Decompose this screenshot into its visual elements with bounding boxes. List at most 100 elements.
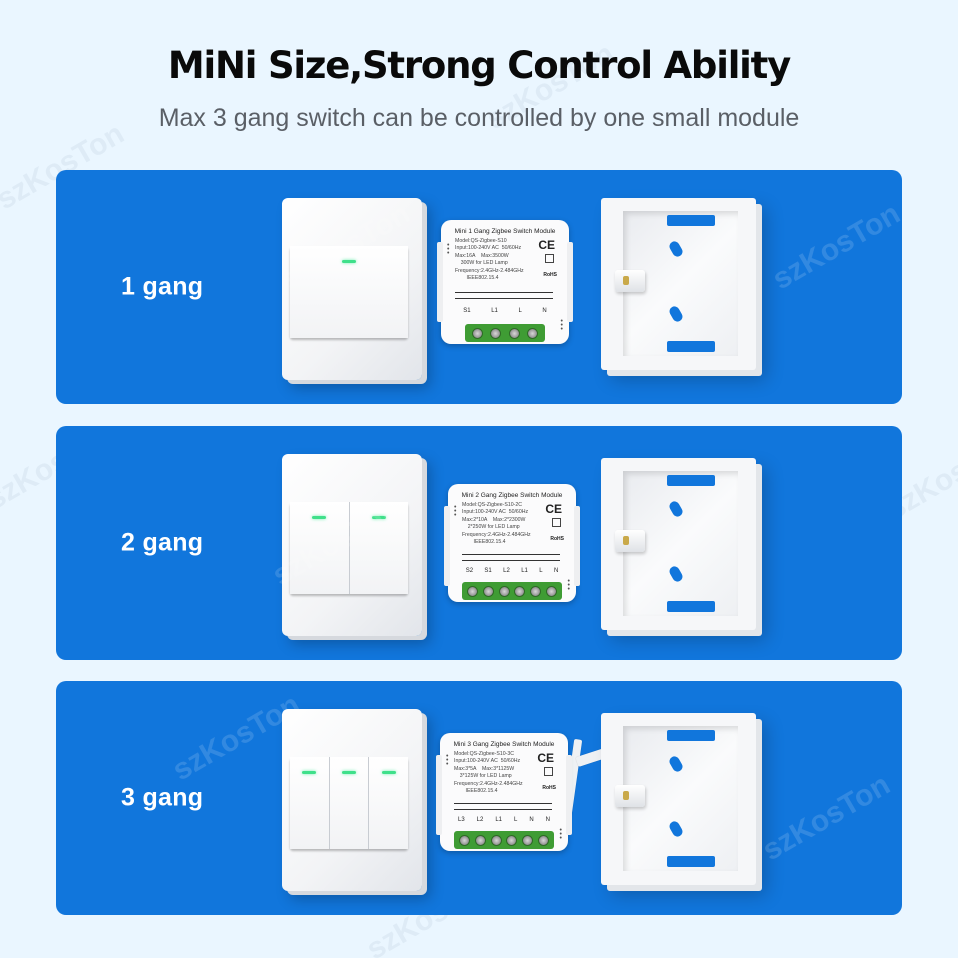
gang-card-2: 2 gang Mini 2 Gang Zigbee Switch Module … — [56, 426, 902, 660]
rocker-frame — [290, 246, 408, 338]
wall-switch-2-gang — [282, 454, 422, 636]
screw-icon — [459, 834, 471, 846]
terminal-label: L2 — [503, 568, 510, 574]
watermark: szKosTon — [766, 197, 902, 297]
terminal-label: L — [518, 308, 522, 314]
switch-module-2-gang: Mini 2 Gang Zigbee Switch Module Model:Q… — [444, 484, 580, 602]
page-subtitle: Max 3 gang switch can be controlled by o… — [158, 104, 800, 132]
terminal-block — [454, 831, 554, 849]
weee-bin-icon — [552, 518, 561, 527]
gang-card-1: 1 gang Mini 1 Gang Zigbee Switch Module … — [56, 170, 902, 404]
module-specs: Model:QS-Zigbee-S10-3C Input:100-240V AC… — [454, 751, 523, 795]
rocker-button — [290, 502, 350, 594]
led-indicator-icon — [342, 260, 356, 263]
terminal-label: N — [545, 817, 550, 823]
screw-icon — [490, 834, 502, 846]
terminal-label: L — [539, 568, 543, 574]
screw-icon — [498, 585, 510, 597]
module-specs: Model:QS-Zigbee-S10-2C Input:100-240V AC… — [462, 502, 531, 546]
junction-box — [601, 713, 756, 885]
module-ear — [436, 755, 442, 835]
dots-icon: ••• — [559, 827, 562, 842]
screw-icon — [508, 327, 520, 339]
dots-icon: ••• — [454, 504, 457, 519]
dots-icon: ••• — [567, 578, 570, 593]
rohs-mark: RoHS — [550, 536, 564, 542]
terminal-label: L3 — [457, 817, 465, 823]
ce-mark-icon: CE — [538, 238, 555, 252]
mount-hole — [667, 754, 685, 774]
gang-label: 3 gang — [121, 783, 204, 812]
weee-bin-icon — [544, 767, 553, 776]
knockout-slot — [666, 475, 715, 486]
mount-hole — [667, 499, 685, 519]
knockout-slot — [666, 215, 715, 226]
junction-box — [601, 198, 756, 370]
wire-n — [454, 809, 552, 810]
terminal-label: L1 — [491, 308, 498, 314]
terminal-label: N — [553, 568, 559, 574]
screw-icon — [467, 585, 479, 597]
dots-icon: ••• — [446, 753, 449, 768]
screw-post — [615, 270, 645, 292]
mount-hole — [667, 239, 685, 259]
terminal-labels: S1 L1 L N — [453, 308, 557, 314]
terminal-label: L2 — [476, 817, 484, 823]
screw-icon — [471, 327, 483, 339]
gang-label: 2 gang — [121, 528, 204, 557]
terminal-label: S1 — [484, 568, 492, 574]
rohs-mark: RoHS — [543, 272, 557, 278]
rohs-mark: RoHS — [542, 785, 556, 791]
knockout-slot — [666, 856, 715, 867]
rocker-button — [369, 757, 409, 849]
led-indicator-icon — [312, 516, 327, 519]
module-title: Mini 2 Gang Zigbee Switch Module — [461, 492, 563, 499]
screw-post — [615, 785, 645, 807]
knockout-slot — [666, 601, 715, 612]
screw-icon — [527, 327, 539, 339]
terminal-block — [462, 582, 562, 600]
dots-icon: ••• — [447, 242, 450, 257]
switch-module-3-gang: Mini 3 Gang Zigbee Switch Module Model:Q… — [436, 733, 572, 851]
dots-icon: ••• — [560, 318, 563, 333]
watermark: szKosTon — [756, 768, 896, 868]
wire-l — [462, 554, 560, 555]
module-ear — [437, 242, 443, 322]
rocker-button — [290, 757, 330, 849]
knockout-slot — [666, 730, 715, 741]
module-ear — [444, 506, 450, 586]
wire-n — [455, 298, 553, 299]
switch-module-1-gang: Mini 1 Gang Zigbee Switch Module Model:Q… — [437, 220, 573, 344]
ce-mark-icon: CE — [537, 751, 554, 765]
terminal-block — [465, 324, 545, 342]
rocker-frame — [290, 757, 409, 849]
module-specs: Model:QS-Zigbee-S10 Input:100-240V AC 50… — [455, 238, 524, 282]
weee-bin-icon — [545, 254, 554, 263]
junction-box — [601, 458, 756, 630]
module-title: Mini 1 Gang Zigbee Switch Module — [454, 228, 556, 235]
module-ear — [574, 506, 580, 586]
terminal-label: S1 — [463, 308, 471, 314]
led-indicator-icon — [342, 771, 356, 774]
wire-l — [454, 803, 552, 804]
terminal-labels: S2 S1 L2 L1 L N — [460, 568, 564, 574]
screw-icon — [482, 585, 494, 597]
mount-hole — [667, 819, 685, 839]
terminal-label: S2 — [465, 568, 474, 574]
screw-icon — [514, 585, 526, 597]
wire-l — [455, 292, 553, 293]
wire-n — [462, 560, 560, 561]
terminal-label: L1 — [521, 568, 528, 574]
knockout-slot — [666, 341, 715, 352]
led-indicator-icon — [381, 771, 396, 774]
screw-icon — [474, 834, 486, 846]
screw-icon — [506, 834, 518, 846]
screw-icon — [490, 327, 502, 339]
rocker-button — [290, 246, 408, 338]
rocker-frame — [290, 502, 408, 594]
module-title: Mini 3 Gang Zigbee Switch Module — [453, 741, 555, 748]
terminal-label: L — [514, 817, 518, 823]
screw-icon — [529, 585, 541, 597]
ce-mark-icon: CE — [545, 502, 562, 516]
gang-card-3: 3 gang Mini 3 Gang Zigbee Switch Module … — [56, 681, 902, 915]
